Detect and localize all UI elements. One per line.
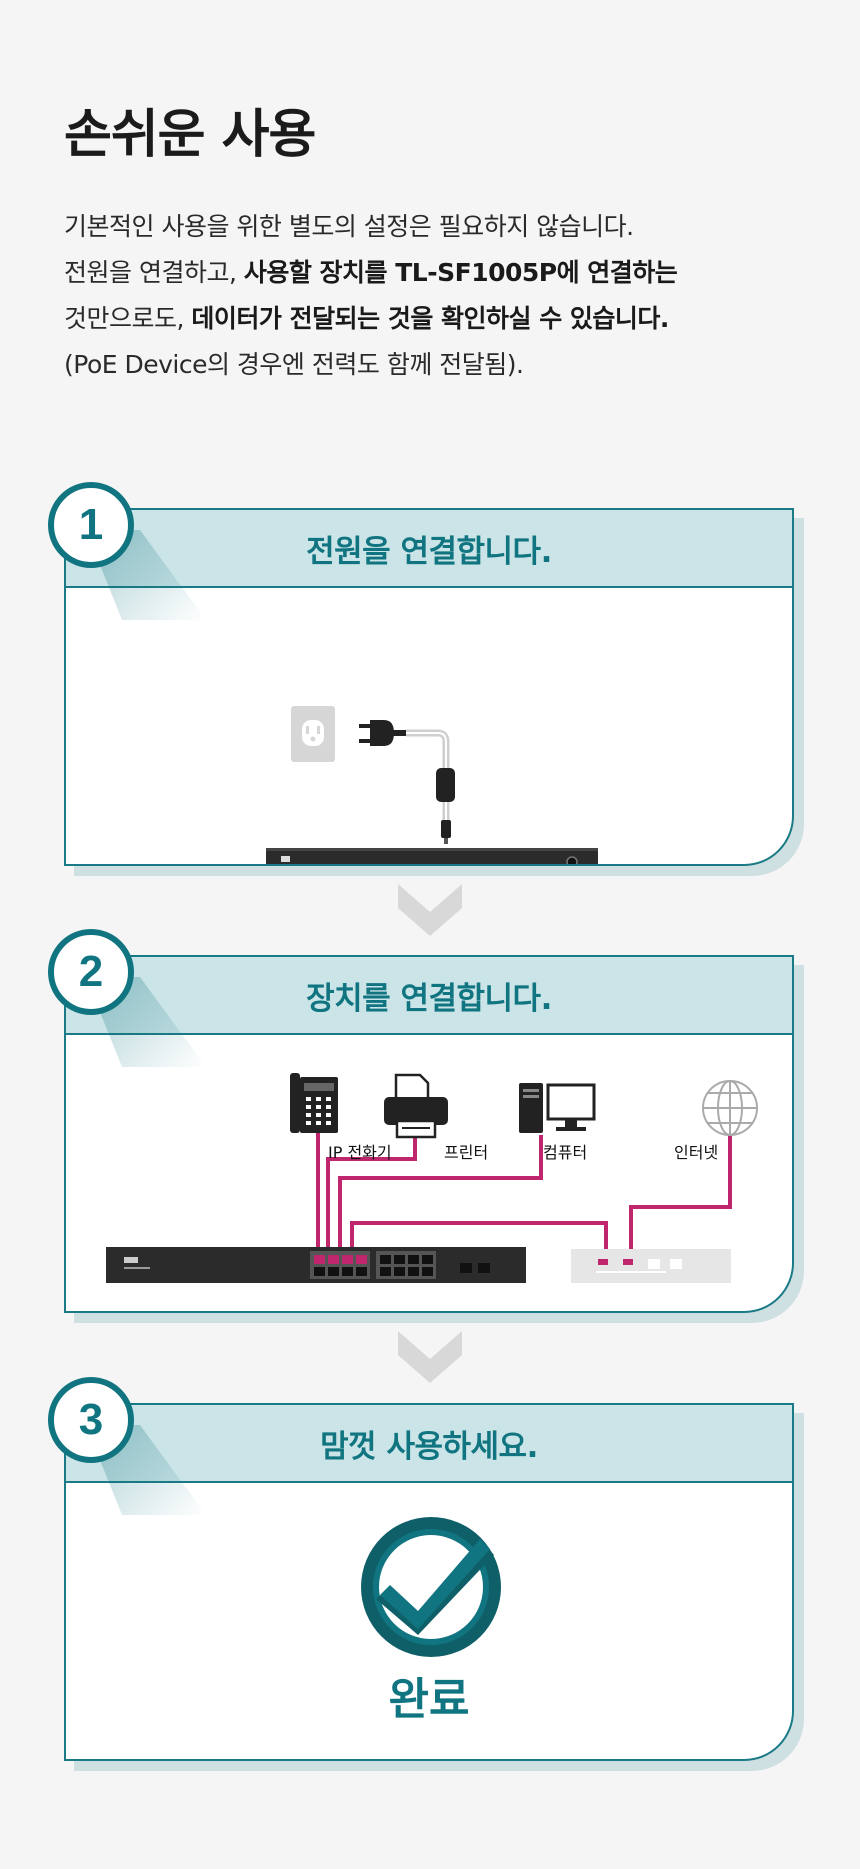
step-1-card: 전원을 연결합니다. <box>64 508 794 866</box>
power-outlet-icon <box>291 706 335 762</box>
computer-label: 컴퓨터 <box>543 1143 587 1162</box>
power-plug-icon <box>359 720 406 746</box>
intro-line-4: (PoE Device의 경우엔 전력도 함께 전달됨). <box>64 350 524 379</box>
step-2-card: 장치를 연결합니다. IP 전화기 <box>64 955 794 1313</box>
computer-icon <box>519 1083 596 1133</box>
intro-line-1: 기본적인 사용을 위한 별도의 설정은 필요하지 않습니다. <box>64 212 634 241</box>
chevron-down-icon <box>398 1331 462 1383</box>
done-label: 완료 <box>388 1674 470 1725</box>
network-switch-icon <box>106 1247 526 1283</box>
network-cables <box>316 1131 732 1257</box>
intro-line-2-bold: 사용할 장치를 TL-SF1005P에 연결하는 <box>243 258 678 287</box>
device-connection-illustration: IP 전화기 프린터 컴퓨터 인터넷 <box>106 1073 758 1283</box>
step-3-title: 맘껏 사용하세요. <box>66 1405 792 1483</box>
page-title: 손쉬운 사용 <box>64 105 316 165</box>
checkmark-icon <box>361 1517 501 1657</box>
globe-icon <box>702 1080 758 1136</box>
step-2-title: 장치를 연결합니다. <box>66 957 792 1035</box>
switch-front-icon <box>266 848 598 864</box>
power-adapter-icon <box>436 768 455 802</box>
intro-line-3: 것만으로도, 데이터가 전달되는 것을 확인하실 수 있습니다. <box>64 296 784 342</box>
intro-text: 기본적인 사용을 위한 별도의 설정은 필요하지 않습니다. 전원을 연결하고,… <box>64 204 784 388</box>
intro-line-3-plain: 것만으로도, <box>64 304 192 333</box>
step-1-number: 1 <box>48 482 134 568</box>
intro-line-2-plain: 전원을 연결하고, <box>64 258 244 287</box>
printer-icon <box>384 1073 448 1139</box>
chevron-down-icon <box>398 884 462 936</box>
step-1-title: 전원을 연결합니다. <box>66 510 792 588</box>
power-connection-illustration <box>266 706 598 864</box>
intro-line-2: 전원을 연결하고, 사용할 장치를 TL-SF1005P에 연결하는 <box>64 250 784 296</box>
intro-line-3-bold: 데이터가 전달되는 것을 확인하실 수 있습니다. <box>191 304 669 333</box>
phone-label: IP 전화기 <box>328 1143 392 1162</box>
internet-label: 인터넷 <box>674 1143 718 1162</box>
printer-label: 프린터 <box>444 1143 488 1162</box>
step-3-number: 3 <box>48 1377 134 1463</box>
router-icon <box>571 1249 731 1283</box>
step-2-number: 2 <box>48 929 134 1015</box>
ip-phone-icon <box>290 1073 338 1133</box>
step-3-card: 맘껏 사용하세요. 완료 <box>64 1403 794 1761</box>
